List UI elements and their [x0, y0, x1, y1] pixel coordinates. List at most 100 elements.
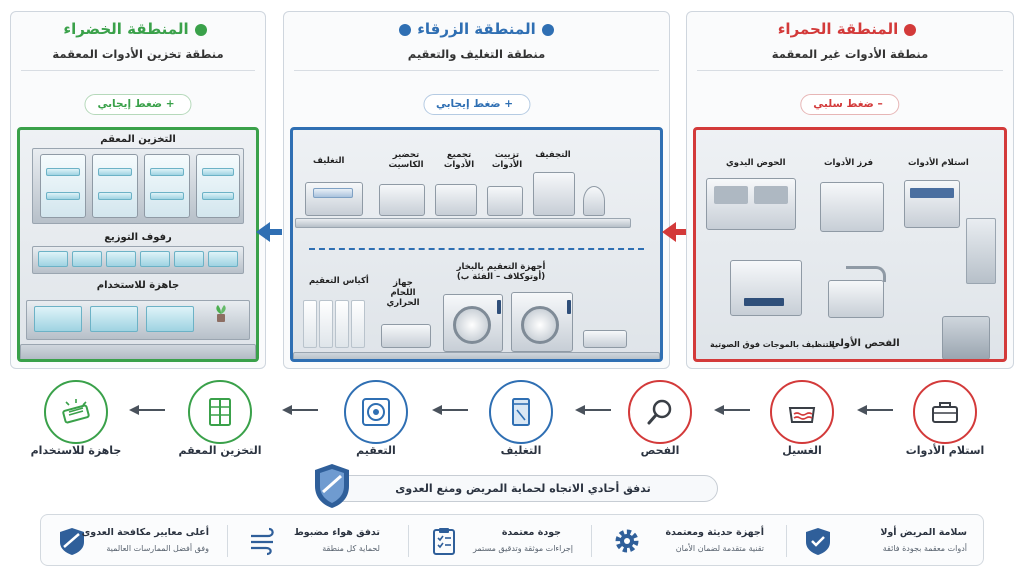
label-autoclaves: أجهزة التعقيم بالبخار (أوتوكلاف – الفئة … — [456, 262, 546, 283]
label-drying: التجفيف — [535, 150, 571, 160]
label-lubrication: تزييت الأدوات — [491, 150, 523, 171]
washing-basin-icon — [788, 407, 816, 423]
step-washing — [770, 380, 834, 444]
storage-cabinet-icon — [209, 398, 231, 426]
step-label: جاهزة للاستخدام — [30, 444, 122, 457]
feature-title: جودة معتمدة — [501, 527, 561, 538]
label-ready-to-use: جاهزة للاستخدام — [96, 280, 180, 291]
divider — [697, 70, 1003, 71]
instrument-tray — [34, 306, 82, 332]
cabinet-door-3 — [144, 154, 190, 218]
sterile-pouch-icon — [512, 398, 530, 426]
step-label: التعقيم — [356, 444, 396, 457]
red-pressure-badge: ضغط سلبي – — [800, 94, 900, 115]
stored-pack — [202, 168, 234, 176]
shelf-pack — [38, 251, 68, 267]
shield-icon — [60, 528, 84, 555]
green-dot-icon — [194, 23, 207, 36]
blue-zone-title: المنطقة الزرقاء — [284, 20, 669, 38]
plant-icon — [212, 302, 230, 324]
blue-packaging-scene: التغليف تحضير الكاسيت تجميع الأدوات تزيي… — [290, 127, 663, 362]
magnifier-icon — [647, 399, 672, 425]
heat-sealer — [381, 324, 431, 348]
sterilization-bag — [351, 300, 365, 348]
feature-subtitle: أدوات معقمة بجودة فائقة — [882, 544, 967, 553]
label-wrapping: التغليف — [313, 156, 345, 166]
red-decontamination-scene: الحوض اليدوي فرز الأدوات استلام الأدوات … — [693, 127, 1007, 362]
instrument-tray — [146, 306, 194, 332]
wrapped-pack — [313, 188, 353, 198]
stored-pack — [98, 192, 132, 200]
divider — [21, 70, 255, 71]
work-counter — [295, 218, 631, 228]
label-sorting: فرز الأدوات — [824, 158, 874, 168]
minus-icon: – — [877, 98, 883, 110]
step-label: التغليف — [500, 444, 542, 457]
step-inspection — [628, 380, 692, 444]
wrapping-station — [305, 182, 363, 216]
blue-dot-icon — [399, 23, 412, 36]
stored-pack — [150, 168, 184, 176]
feature-airflow: تدفق هواء مضبوط لحماية كل منطقة — [228, 515, 408, 567]
label-distribution-shelves: رفوف التوزيع — [104, 232, 172, 243]
autoclave-door — [521, 306, 559, 344]
red-zone-title: المنطقة الحمراء — [687, 20, 1013, 38]
instrument-tray — [90, 306, 138, 332]
label-heat-sealer: جهاز اللحام الحراري — [386, 278, 420, 309]
plus-icon: + — [165, 98, 175, 110]
autoclave-door — [453, 306, 491, 344]
blue-zone-subtitle: منطقة التغليف والتعقيم — [407, 47, 546, 61]
clipboard-check-icon — [433, 528, 455, 555]
label-ultrasonic-cleaning: التنظيف بالموجات فوق الصوتية — [710, 340, 835, 349]
green-zone-title: المنطقة الخضراء — [11, 20, 265, 38]
divider — [591, 525, 592, 557]
sink-basin — [714, 186, 748, 204]
label-initial-inspection: الفحص الأولي — [830, 338, 900, 349]
shelf-pack — [72, 251, 102, 267]
plus-icon: + — [504, 98, 514, 110]
flow-arrow-icon — [432, 405, 468, 415]
flow-arrow-icon — [282, 405, 318, 415]
autoclave-icon — [362, 398, 390, 426]
magnifier-lamp — [583, 186, 605, 216]
lower-cabinets — [293, 352, 660, 359]
shelf-pack — [106, 251, 136, 267]
green-pressure-badge: ضغط إيجابي + — [84, 94, 192, 115]
magnifier-lamp-arm — [846, 266, 886, 282]
exit-door — [942, 316, 990, 359]
step-label: التخزين المعقم — [178, 444, 262, 457]
inspection-station — [828, 280, 884, 318]
flow-arrow-icon — [575, 405, 611, 415]
feature-title: أعلى معايير مكافحة العدوى — [81, 527, 209, 538]
green-zone-subtitle: منطقة تخزين الأدوات المعقمة — [52, 47, 224, 61]
label-cassette-prep: تحضير الكاسيت — [388, 150, 424, 171]
wall-rack — [966, 218, 996, 284]
step-sterilization — [344, 380, 408, 444]
flow-arrow-icon — [129, 405, 165, 415]
green-storage-scene: التخزين المعقم رفوف التوزيع جاهزة للاستخ… — [17, 127, 259, 362]
cart-basket — [910, 188, 954, 198]
drying-cabinet — [533, 172, 575, 216]
feature-infection-control: أعلى معايير مكافحة العدوى وفق أفضل المما… — [41, 515, 227, 567]
ultrasonic-cleaner — [730, 260, 802, 316]
sterilization-bag — [319, 300, 333, 348]
flow-arrow-icon — [714, 405, 750, 415]
feature-subtitle: إجراءات موثقة وتدقيق مستمر — [472, 544, 573, 553]
step-sterile-storage — [188, 380, 252, 444]
sterilization-bag — [335, 300, 349, 348]
feature-modern-devices: أجهزة حديثة ومعتمدة تقنية متقدمة لضمان ا… — [592, 515, 786, 567]
stored-pack — [46, 192, 80, 200]
red-zone-subtitle: منطقة الأدوات غير المعقمة — [771, 47, 929, 61]
gear-icon — [615, 529, 639, 553]
feature-patient-safety: سلامة المريض أولا أدوات معقمة بجودة فائق… — [787, 515, 985, 567]
cabinet-door-1 — [40, 154, 86, 218]
feature-title: أجهزة حديثة ومعتمدة — [665, 527, 764, 538]
zone-arrow-to-green — [256, 222, 270, 242]
step-packaging — [489, 380, 553, 444]
features-bar: أعلى معايير مكافحة العدوى وفق أفضل المما… — [40, 514, 984, 566]
step-receiving — [913, 380, 977, 444]
cabinet-door-2 — [92, 154, 138, 218]
banner-text: تدفق أحادي الاتجاه لحماية المريض ومنع ال… — [395, 482, 651, 495]
step-label: الغسيل — [782, 444, 822, 457]
ultrasonic-display — [744, 298, 784, 306]
